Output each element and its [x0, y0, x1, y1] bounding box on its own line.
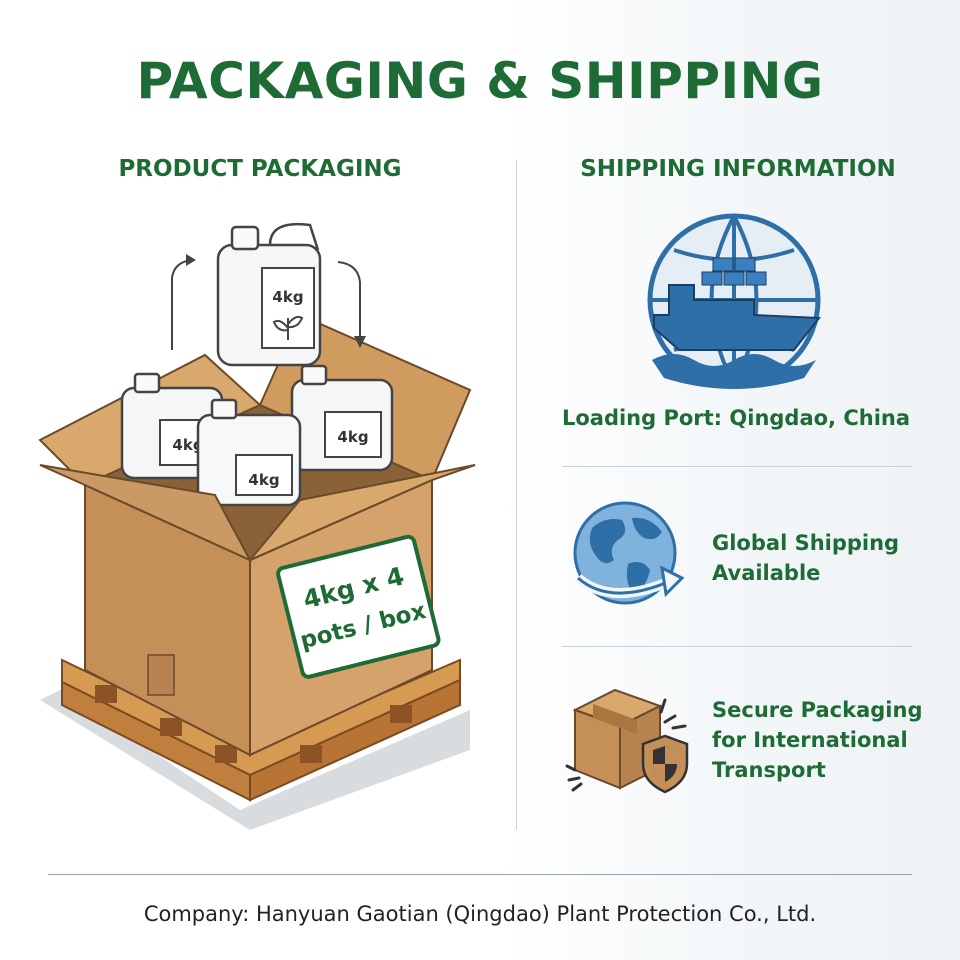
- global-shipping-line1: Global Shipping: [712, 531, 900, 555]
- floor-shadow: [40, 690, 470, 830]
- box-label: 4kg x 4 pots / box: [276, 534, 441, 679]
- jug-back: 4kg: [216, 222, 322, 367]
- front-flap: [39, 464, 253, 563]
- pallet: [61, 658, 461, 802]
- footer-divider: [48, 874, 912, 875]
- jug-right: 4kg: [290, 364, 394, 472]
- jug-front: 4kg: [196, 398, 302, 507]
- row-divider: [562, 466, 912, 467]
- box-shield-icon: [565, 688, 689, 794]
- product-packaging-heading: PRODUCT PACKAGING: [118, 156, 402, 182]
- secure-packaging-text: Secure Packaging for International Trans…: [712, 695, 922, 785]
- row-divider: [562, 646, 912, 647]
- jug-label: 4kg: [248, 471, 279, 489]
- arrow-up: [171, 259, 193, 350]
- company-name: Company: Hanyuan Gaotian (Qingdao) Plant…: [143, 902, 817, 926]
- column-divider: [516, 160, 517, 830]
- cargo-ship-globe-icon: [647, 213, 821, 389]
- arrow-down: [337, 261, 361, 340]
- secure-packaging-line1: Secure Packaging: [712, 698, 923, 722]
- globe-arrow-icon: [573, 501, 685, 605]
- jug-label: 4kg: [272, 288, 303, 306]
- packaging-illustration: 4kg 4kg 4kg 4kg: [38, 222, 476, 830]
- secure-packaging-line2: for International: [712, 728, 908, 752]
- right-flap: [249, 464, 476, 561]
- secure-packaging-line3: Transport: [712, 758, 826, 782]
- jug-label: 4kg: [337, 428, 368, 446]
- global-shipping-text: Global Shipping Available: [712, 528, 899, 588]
- loading-port: Loading Port: Qingdao, China: [561, 406, 911, 430]
- global-shipping-line2: Available: [712, 561, 821, 585]
- jug-label: 4kg: [172, 436, 203, 454]
- shipping-information-heading: SHIPPING INFORMATION: [580, 156, 896, 182]
- page-title: PACKAGING & SHIPPING: [136, 52, 824, 110]
